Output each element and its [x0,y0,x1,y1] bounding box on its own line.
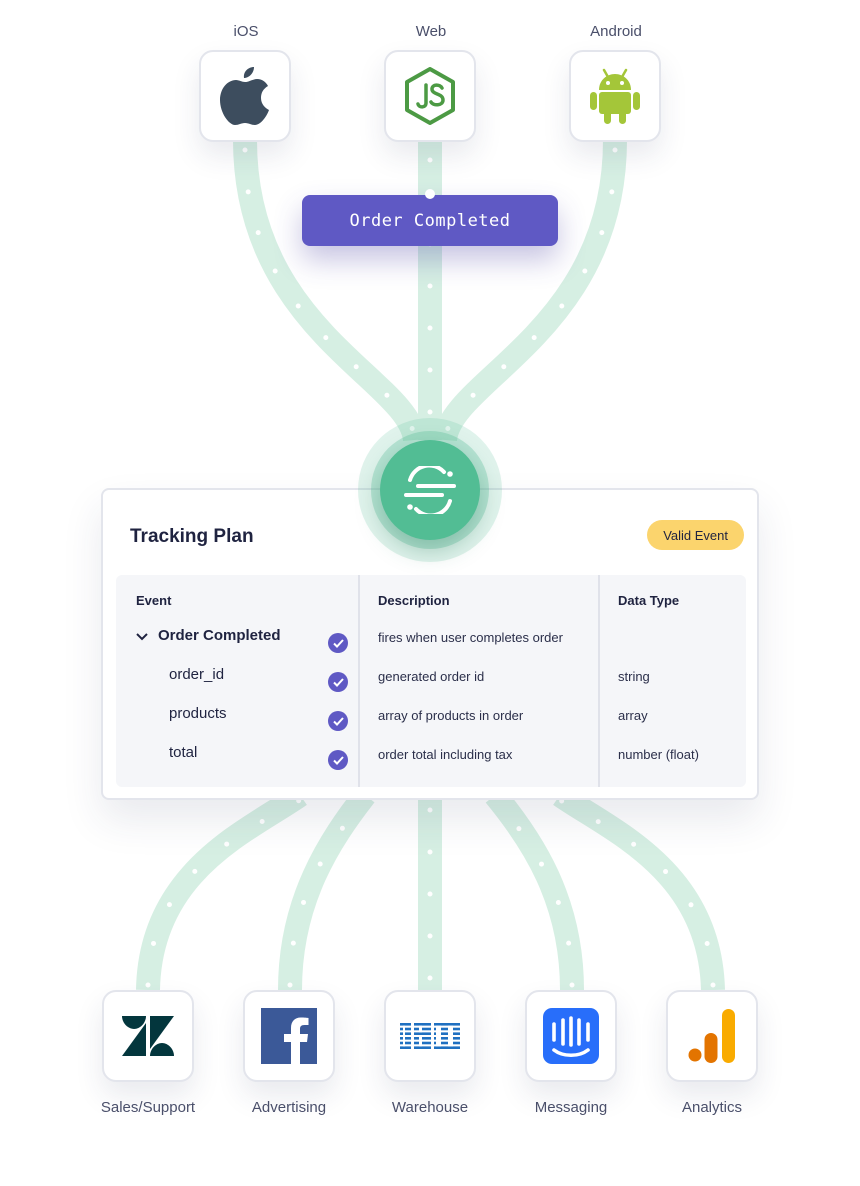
card-title: Tracking Plan [130,526,254,547]
destination-label-warehouse: Warehouse [391,1099,469,1116]
status-badge: Valid Event [647,520,744,550]
source-label-android: Android [590,23,642,40]
ibm-icon [400,1023,460,1049]
segment-hub[interactable] [380,440,480,540]
column-divider [358,575,360,787]
check-icon [328,633,348,653]
destination-tile-messaging[interactable] [525,990,617,1082]
column-divider [598,575,600,787]
check-icon [328,750,348,770]
destination-tile-warehouse[interactable] [384,990,476,1082]
row-data-type: string [618,669,650,684]
event-row-name[interactable]: Order Completed [158,627,281,644]
row-description: order total including tax [378,747,513,762]
facebook-icon [261,1008,317,1064]
flow-messaging [485,787,584,991]
pill-connector-dot [425,189,435,199]
row-data-type: array [618,708,648,723]
destination-tile-sales-support[interactable] [102,990,194,1082]
destination-label-messaging: Messaging [534,1099,608,1116]
flow-ios [233,139,427,443]
source-tile-web[interactable] [384,50,476,142]
source-tile-ios[interactable] [199,50,291,142]
apple-icon [220,67,269,125]
column-header-data-type: Data Type [618,593,680,608]
column-header-event: Event [136,593,172,608]
tracking-plan-card: Tracking Plan Valid Event Event Descript… [101,488,759,800]
destination-label-advertising: Advertising [251,1099,327,1116]
source-label-ios: iOS [233,23,259,40]
destination-tile-analytics[interactable] [666,990,758,1082]
tracking-plan-table: Event Description Data Type Order Comple… [116,575,746,787]
event-pill[interactable]: Order Completed [302,195,558,246]
row-data-type: number (float) [618,747,699,762]
google-analytics-icon [688,1009,735,1063]
android-icon [590,68,640,124]
source-tile-android[interactable] [569,50,661,142]
segment-logo-icon [404,466,456,514]
zendesk-icon [122,1016,174,1056]
property-row-name: products [169,705,227,722]
intercom-icon [543,1008,599,1064]
destination-label-sales-support: Sales/Support [100,1099,196,1116]
source-label-web: Web [415,23,447,40]
destination-label-analytics: Analytics [681,1099,743,1116]
property-row-name: total [169,744,198,761]
row-description: fires when user completes order [378,630,563,645]
check-icon [328,711,348,731]
destination-tile-advertising[interactable] [243,990,335,1082]
nodejs-icon [405,67,455,125]
flow-sales [136,785,307,991]
property-row-name: order_id [169,666,225,683]
flow-android [433,139,627,443]
row-description: generated order id [378,669,485,684]
column-header-description: Description [378,593,450,608]
row-description: array of products in order [378,708,524,723]
chevron-down-icon[interactable] [136,630,148,644]
flow-advertising [278,787,375,991]
flow-analytics [553,785,725,991]
check-icon [328,672,348,692]
